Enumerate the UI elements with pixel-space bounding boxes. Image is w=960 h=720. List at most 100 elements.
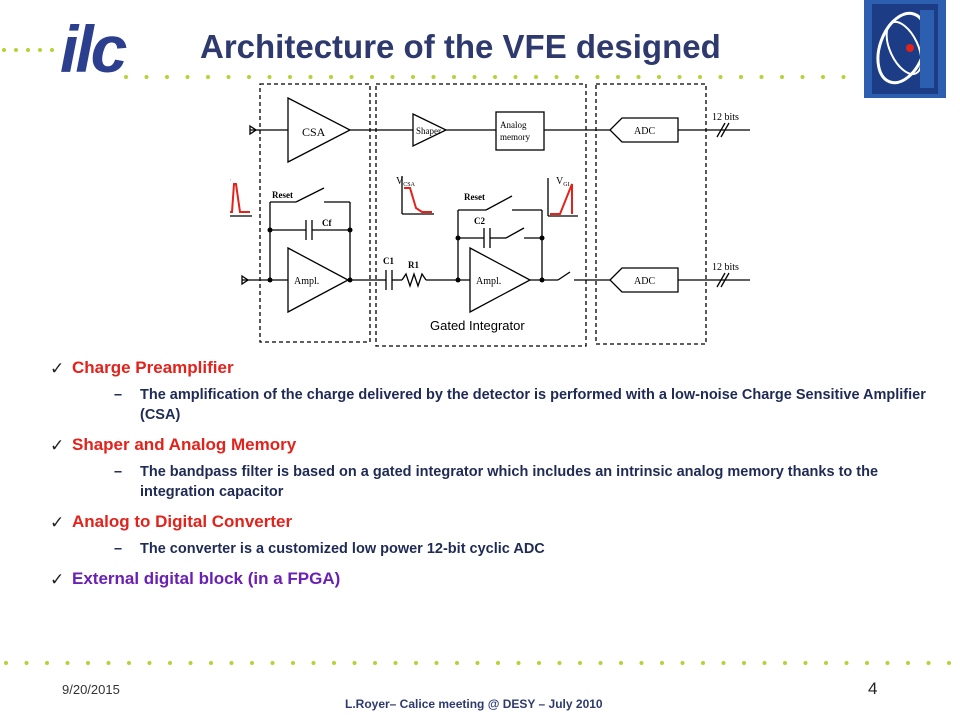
decorative-dot — [800, 75, 805, 79]
decorative-dot — [4, 661, 8, 665]
bullet-heading: Charge Preamplifier — [72, 358, 234, 377]
decorative-dot — [147, 661, 152, 665]
decorative-dot — [475, 661, 480, 665]
decorative-dot — [680, 661, 685, 665]
decorative-dot — [308, 75, 313, 79]
decorative-dot — [352, 661, 357, 665]
bullet-heading: Shaper and Analog Memory — [72, 435, 297, 454]
csa-dashed-box — [259, 83, 371, 343]
v-csa-label: VCSA — [396, 176, 416, 188]
decorative-dot — [185, 75, 190, 79]
decorative-dot — [250, 661, 254, 665]
bullet-item: ✓Analog to Digital Converter — [50, 512, 930, 533]
reset-right-label: Reset — [464, 192, 485, 202]
gated-integrator-label: Gated Integrator — [430, 318, 525, 333]
csa-label: CSA — [302, 125, 326, 139]
ilc-logo-mark: ilc — [60, 12, 130, 86]
decorative-dot — [557, 661, 562, 665]
decorative-dot — [65, 661, 70, 665]
page-title: Architecture of the VFE designed — [200, 28, 721, 65]
decorative-dot — [209, 661, 213, 665]
decorative-dot — [24, 661, 29, 665]
decorative-dot — [742, 661, 746, 665]
decorative-dot — [106, 661, 111, 665]
decorative-dot — [885, 661, 890, 665]
decorative-dot — [86, 661, 90, 665]
decorative-dot — [575, 75, 579, 79]
decorative-dot — [472, 75, 477, 79]
decorative-dot — [619, 661, 623, 665]
decorative-dot — [311, 661, 316, 665]
decorative-dot — [124, 75, 128, 79]
decorative-dot — [226, 75, 231, 79]
bullet-detail: –The converter is a customized low power… — [114, 539, 930, 559]
decorative-dot — [821, 75, 825, 79]
footer-date: 9/20/2015 — [62, 682, 120, 697]
decorative-dot — [168, 661, 172, 665]
decorative-dot — [783, 661, 787, 665]
decorative-dot — [554, 75, 559, 79]
lpc-logo-icon — [864, 0, 946, 98]
decorative-dot — [947, 661, 951, 665]
gi-output-waveform — [550, 183, 573, 215]
bullet-heading: Analog to Digital Converter — [72, 512, 293, 531]
bits-top-label: 12 bits — [712, 112, 739, 123]
decorative-dot — [165, 75, 169, 79]
decorative-dot — [780, 75, 784, 79]
decorative-dot — [434, 661, 439, 665]
decorative-dot — [493, 75, 497, 79]
checkmark-icon: ✓ — [50, 436, 65, 455]
decorative-dot — [803, 661, 808, 665]
decorative-dot — [598, 661, 603, 665]
decorative-dot — [431, 75, 436, 79]
footer-credit: L.Royer– Calice meeting @ DESY – July 20… — [345, 697, 603, 711]
decorative-dot — [393, 661, 398, 665]
decorative-dot — [701, 661, 705, 665]
dotted-divider-left — [2, 48, 54, 52]
decorative-dot — [865, 661, 869, 665]
bullet-detail-text: The converter is a customized low power … — [140, 541, 545, 557]
bullet-item: ✓ External digital block (in a FPGA) — [50, 569, 930, 590]
decorative-dot — [595, 75, 600, 79]
decorative-dot — [639, 661, 644, 665]
decorative-dot — [824, 661, 828, 665]
decorative-dot — [206, 75, 210, 79]
decorative-dot — [349, 75, 354, 79]
decorative-dot — [414, 661, 418, 665]
ilc-logo: ilc — [58, 8, 138, 86]
r1-label: R1 — [408, 260, 419, 270]
bullet-item: ✓ Charge Preamplifier — [50, 358, 930, 379]
checkmark-icon: ✓ — [50, 570, 65, 589]
bullet-detail-text: The bandpass filter is based on a gated … — [140, 464, 879, 500]
decorative-dot — [534, 75, 538, 79]
decorative-dot — [721, 661, 726, 665]
shaper-label: Shaper — [416, 126, 441, 136]
i-detector-label: Idetector — [230, 169, 231, 185]
ilc-logo-text: ilc — [60, 12, 127, 83]
v-gi-label: VGI — [556, 176, 570, 188]
dotted-divider-top — [124, 75, 846, 79]
gi-dashed-box — [375, 83, 587, 347]
decorative-dot — [636, 75, 641, 79]
decorative-dot — [455, 661, 459, 665]
decorative-dot — [370, 75, 374, 79]
decorative-dot — [45, 661, 49, 665]
decorative-dot — [229, 661, 234, 665]
bullet-detail: –The amplification of the charge deliver… — [114, 385, 930, 425]
bullet-detail: –The bandpass filter is based on a gated… — [114, 462, 930, 502]
decorative-dot — [698, 75, 702, 79]
ampl-left-label: Ampl. — [294, 276, 319, 287]
checkmark-icon: ✓ — [50, 359, 65, 378]
bullet-list: ✓ Charge Preamplifier –The amplification o… — [50, 358, 930, 596]
bullet-heading: External digital block (in a FPGA) — [72, 569, 341, 588]
csa-output-waveform — [404, 187, 432, 213]
ampl-right-label: Ampl. — [476, 276, 501, 287]
decorative-dot — [411, 75, 415, 79]
decorative-dot — [496, 661, 500, 665]
decorative-dot — [188, 661, 193, 665]
reset-left-label: Reset — [272, 190, 293, 200]
decorative-dot — [762, 661, 767, 665]
dash-marker: – — [114, 387, 123, 403]
